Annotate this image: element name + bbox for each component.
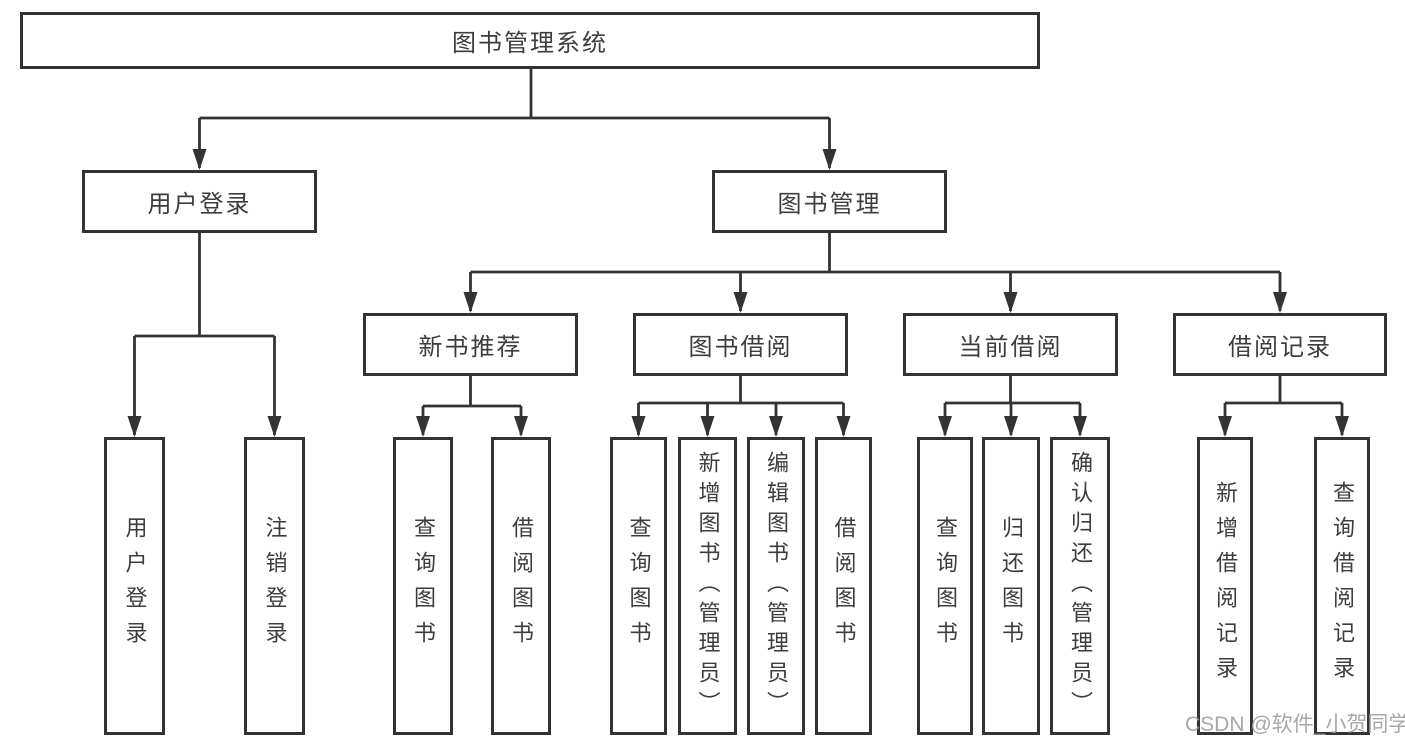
- node-label: 图书管理系统: [452, 30, 608, 57]
- node-label: 借阅记录: [1228, 334, 1332, 361]
- leaf-query-book-manage: 查询图书: [610, 437, 667, 735]
- leaf-label: 查询图书: [626, 516, 652, 656]
- leaf-return-book: 归还图书: [982, 437, 1040, 735]
- leaf-borrow-book-manage: 借阅图书: [815, 437, 872, 735]
- leaf-label: 编辑图书（管理员）: [764, 451, 789, 721]
- node-borrow-records: 借阅记录: [1173, 313, 1387, 376]
- leaf-label: 查询图书: [933, 516, 958, 656]
- leaf-add-book-admin: 新增图书（管理员）: [678, 437, 737, 735]
- leaf-query-book-current: 查询图书: [917, 437, 973, 735]
- leaf-label: 新增借阅记录: [1213, 481, 1238, 691]
- leaf-label: 用户登录: [122, 516, 148, 656]
- leaf-label: 注销登录: [262, 516, 288, 656]
- node-label: 新书推荐: [418, 334, 523, 361]
- arrowheads: [127, 149, 1349, 437]
- node-new-book-recommend: 新书推荐: [363, 313, 578, 376]
- node-book-management: 图书管理: [712, 170, 947, 233]
- node-current-borrow: 当前借阅: [903, 313, 1118, 376]
- leaf-borrow-book-recommend: 借阅图书: [491, 437, 551, 735]
- leaf-edit-book-admin: 编辑图书（管理员）: [747, 437, 805, 735]
- node-label: 用户登录: [147, 191, 252, 218]
- node-label: 图书借阅: [688, 334, 793, 361]
- node-label: 当前借阅: [958, 334, 1063, 361]
- leaf-query-borrow-record: 查询借阅记录: [1314, 437, 1370, 735]
- leaf-confirm-return-admin: 确认归还（管理员）: [1050, 437, 1110, 735]
- leaf-label: 借阅图书: [831, 516, 857, 656]
- leaf-logout: 注销登录: [244, 437, 305, 735]
- leaf-add-borrow-record: 新增借阅记录: [1197, 437, 1253, 735]
- node-root: 图书管理系统: [20, 12, 1040, 69]
- node-label: 图书管理: [777, 191, 882, 218]
- leaf-user-login: 用户登录: [104, 437, 165, 735]
- leaf-label: 借阅图书: [509, 516, 534, 656]
- node-book-borrow: 图书借阅: [633, 313, 848, 376]
- node-user-login: 用户登录: [82, 170, 317, 233]
- leaf-label: 新增图书（管理员）: [695, 451, 721, 721]
- leaf-label: 归还图书: [999, 516, 1024, 656]
- leaf-label: 查询借阅记录: [1330, 481, 1355, 691]
- leaf-label: 查询图书: [411, 516, 436, 656]
- leaf-query-book-recommend: 查询图书: [393, 437, 453, 735]
- leaf-label: 确认归还（管理员）: [1068, 451, 1093, 721]
